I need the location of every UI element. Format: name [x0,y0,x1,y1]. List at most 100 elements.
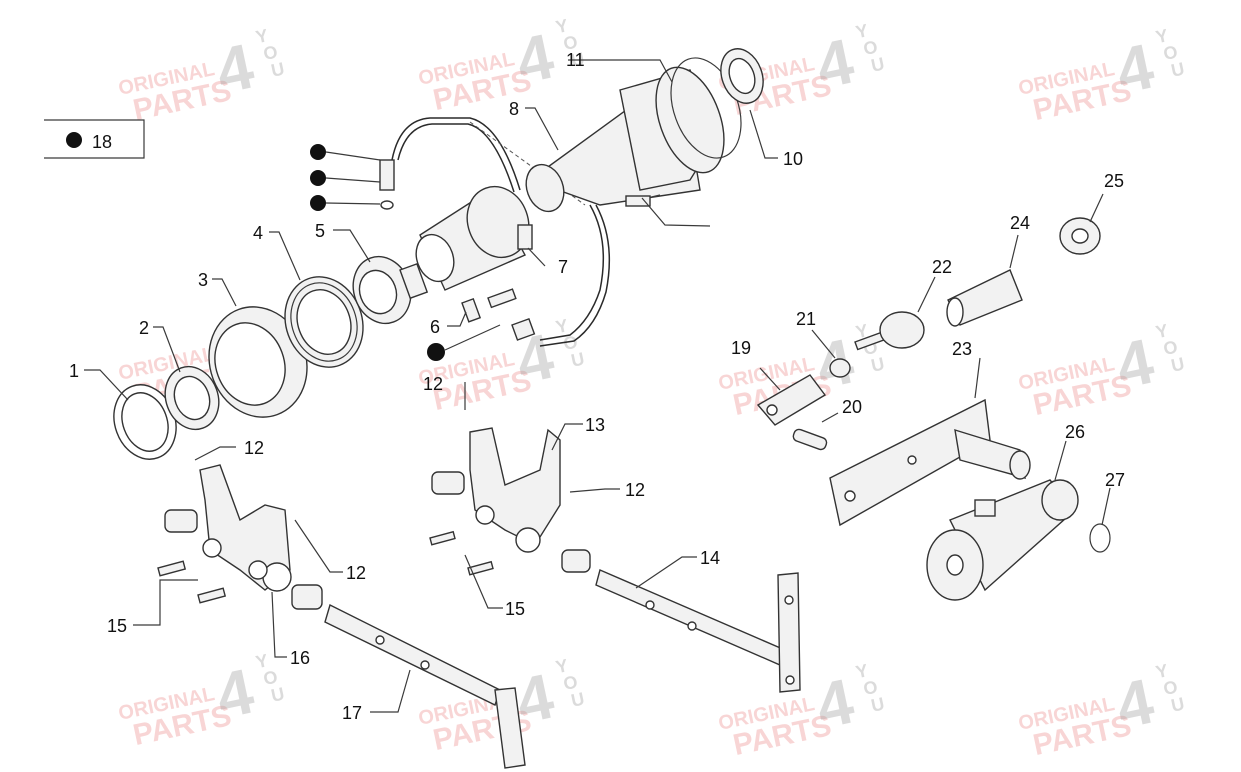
callout-27: 27 [1105,470,1125,490]
part-17-shift-rod [291,584,526,769]
callout-8: 8 [509,99,519,119]
callout-13: 13 [585,415,605,435]
legend-box: 18 [44,119,145,159]
part-22-adjuster [854,311,925,351]
part-24-spring [946,269,1023,327]
watermark-small-letter: U [269,59,286,81]
legend-number: 18 [92,132,112,152]
callout-11: 11 [566,50,585,70]
part-4-bearing [284,276,364,368]
callout-3: 3 [198,270,208,290]
watermark-small-letter: O [562,672,580,694]
callout-15b: 15 [505,599,525,619]
watermark-small-letter: Y [1154,25,1170,47]
callout-7: 7 [558,257,568,277]
filled-circle-icon [427,343,445,361]
callout-23: 23 [952,339,972,359]
watermark-small-letter: O [1162,337,1180,359]
callout-24: 24 [1010,213,1030,233]
watermark-small-letter: U [1169,59,1186,81]
watermark-small-letter: O [862,677,880,699]
watermark-small-letter: O [862,37,880,59]
part-8-housing [525,57,742,213]
callout-10: 10 [783,149,803,169]
part-13-shift-fork [429,427,561,576]
part-16-shift-fork [157,464,292,604]
callout-4: 4 [253,223,263,243]
callout-5: 5 [315,221,325,241]
watermark-small-letter: U [569,349,586,371]
callout-15a: 15 [107,616,127,636]
watermark-small-letter: Y [854,660,870,682]
part-20-pin [792,428,828,451]
part-23-lever [829,398,1031,527]
part-27-circlip [1089,523,1111,553]
watermark-small-letter: Y [254,650,270,672]
filled-circle-icon [310,144,326,160]
legend-filled-circle-icon [66,132,82,148]
watermark-small-letter: U [269,684,286,706]
part-14-shift-rod [561,549,801,693]
fittings [310,117,611,361]
watermark-small-letter: Y [554,315,570,337]
callout-12a: 12 [423,374,443,394]
watermark-small-letter: U [1169,354,1186,376]
part-7-guide-sleeve [415,185,533,291]
callout-1: 1 [69,361,79,381]
watermark-small-letter: O [262,667,280,689]
callout-25: 25 [1104,171,1124,191]
watermark-small-letter: Y [854,20,870,42]
watermark-small-letter: O [562,332,580,354]
callout-12b: 12 [244,438,264,458]
part-5-release-bearing [352,255,429,325]
callout-12d: 12 [625,480,645,500]
watermark-small-letter: Y [1154,660,1170,682]
callout-22: 22 [932,257,952,277]
part-26-cylinder [926,479,1079,601]
watermark-small-letter: O [562,32,580,54]
watermark-small-letter: U [869,54,886,76]
watermark-small-letter: O [1162,677,1180,699]
watermark-small-letter: O [262,42,280,64]
callout-2: 2 [139,318,149,338]
part-10-seal [720,48,764,104]
watermark-small-letter: U [869,354,886,376]
callout-19: 19 [731,338,751,358]
callout-20: 20 [842,397,862,417]
callout-6: 6 [430,317,440,337]
callout-26: 26 [1065,422,1085,442]
watermark-small-letter: Y [854,320,870,342]
part-2-bearing [164,365,220,431]
watermark-small-letter: Y [254,25,270,47]
filled-circle-icon [310,195,326,211]
callout-21: 21 [796,309,816,329]
part-19-clevis [756,374,827,426]
watermark-small-letter: O [1162,42,1180,64]
callout-17: 17 [342,703,362,723]
leader-lines [84,59,1111,713]
watermark-small-letter: U [569,689,586,711]
watermark-small-letter: U [1169,694,1186,716]
filled-circle-icon [310,170,326,186]
callout-labels: 1 2 3 4 5 6 7 8 10 11 12 12 12 12 13 14 … [69,50,1125,723]
part-25-washer [1059,217,1101,255]
callout-14: 14 [700,548,720,568]
watermark-small-letter: Y [1154,320,1170,342]
watermark-small-letter: U [869,694,886,716]
callout-16: 16 [290,648,310,668]
callout-12c: 12 [346,563,366,583]
watermark-small-letter: Y [554,15,570,37]
watermark-small-letter: Y [554,655,570,677]
part-21-nut [829,358,851,378]
part-1-seal-ring [113,384,177,460]
